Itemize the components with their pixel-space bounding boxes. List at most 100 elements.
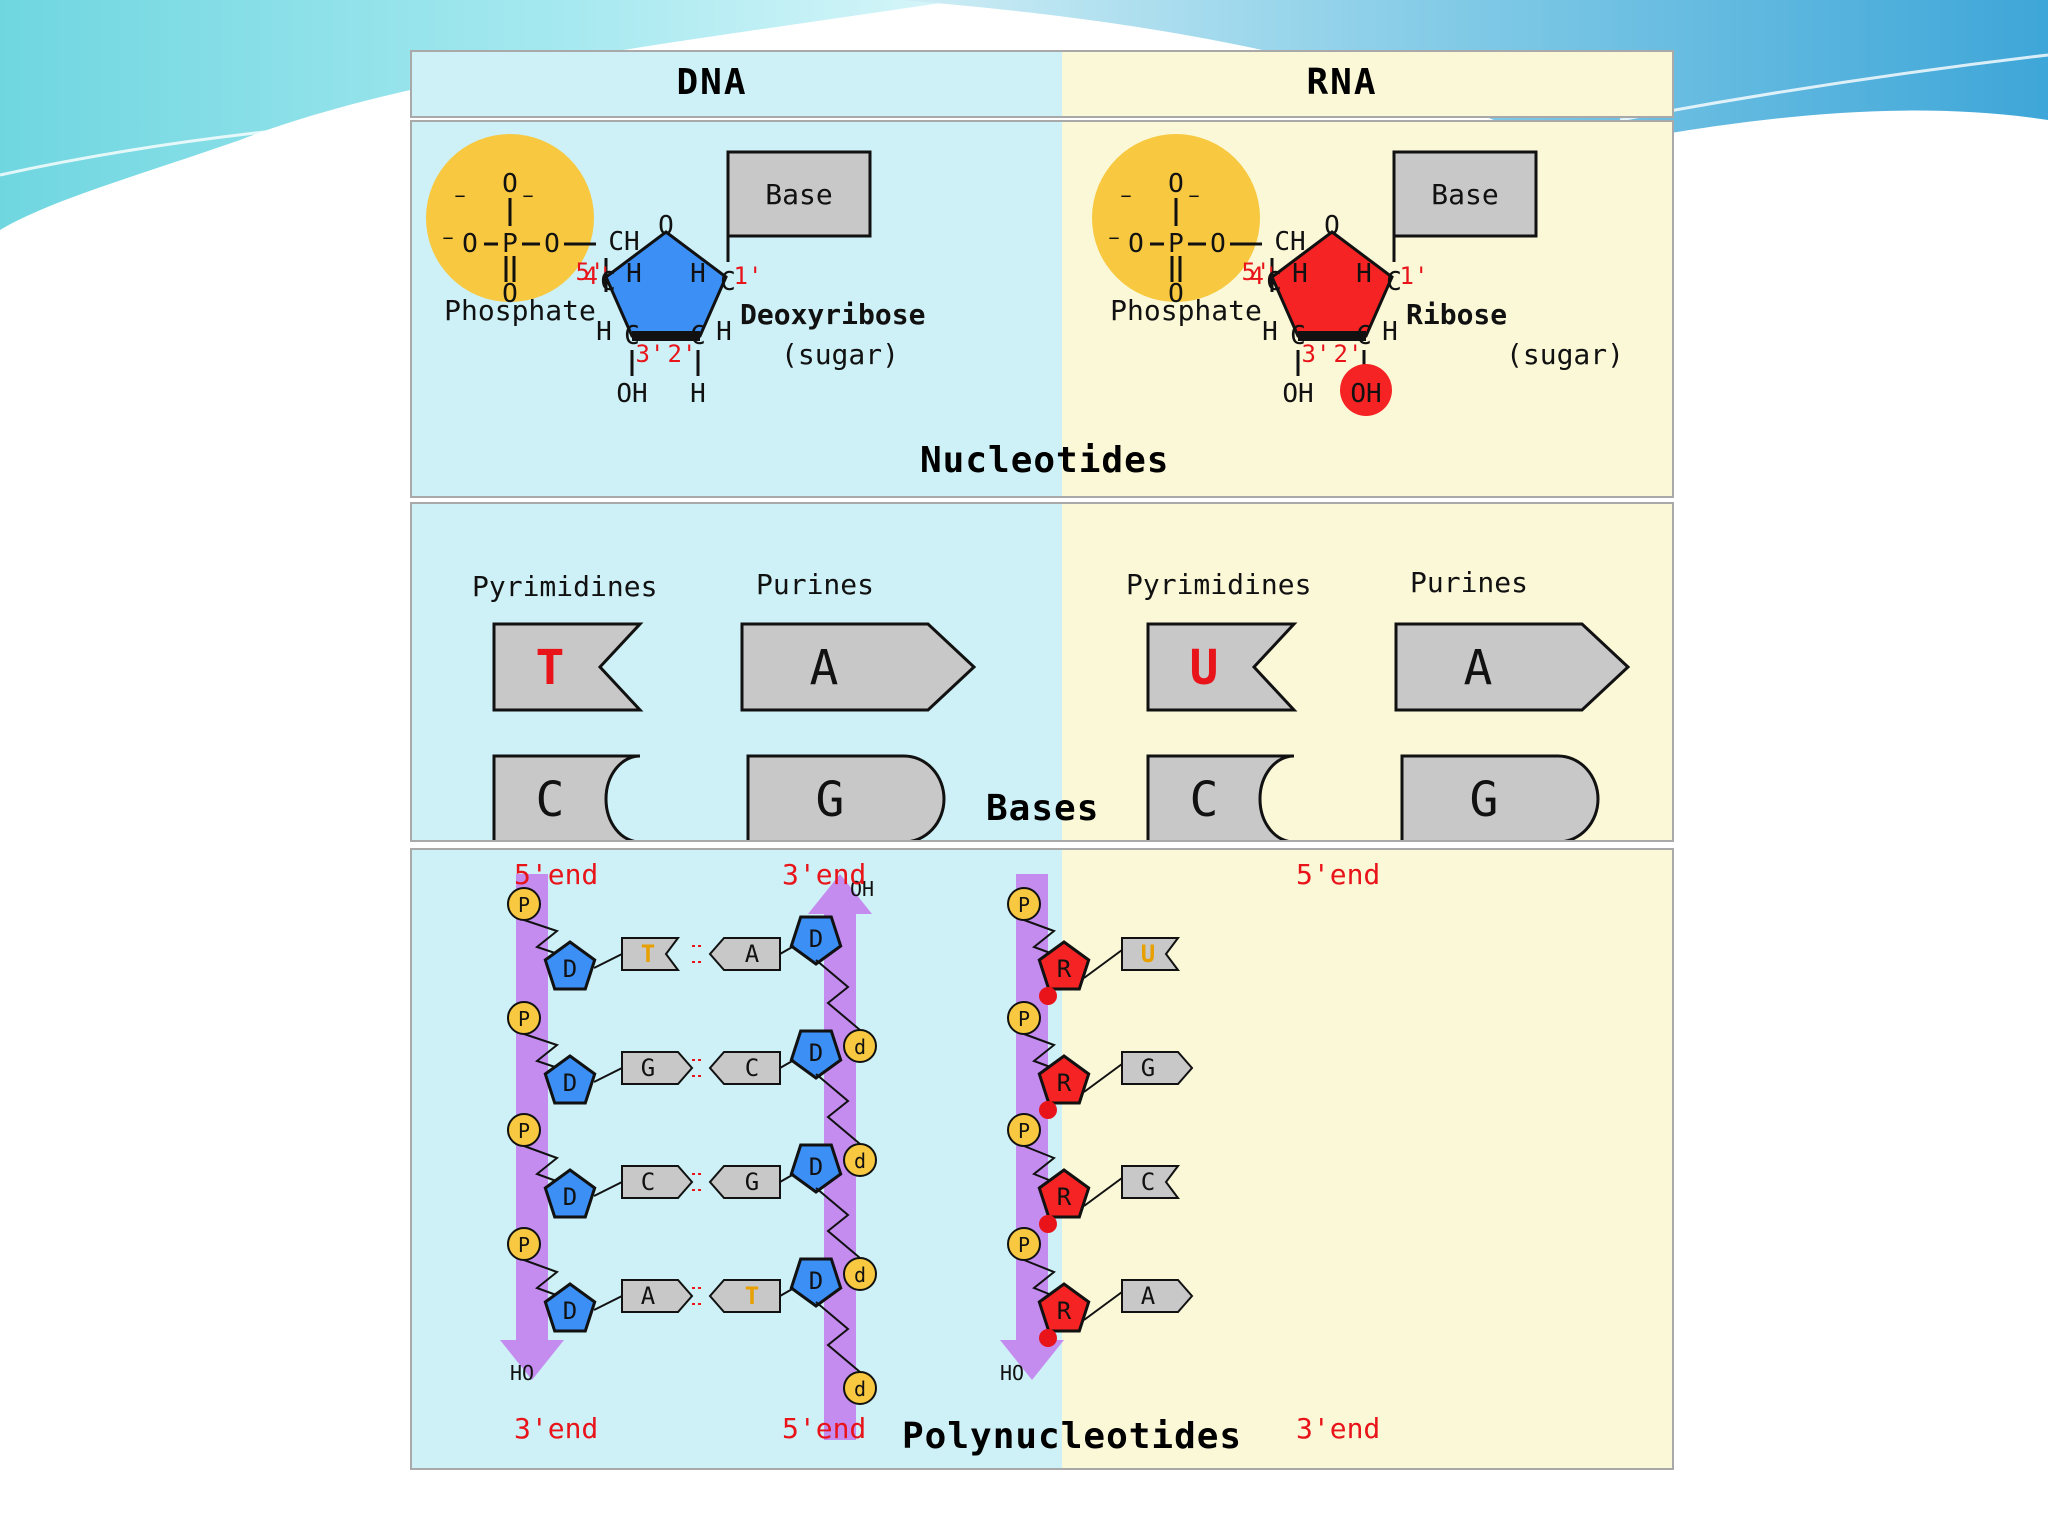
- rna-base-1: [1121, 1051, 1194, 1085]
- dna-c4-h: H: [626, 259, 642, 289]
- rna-2oh-dot-3: [1039, 1329, 1057, 1347]
- dna-right-phosphate-3-label: d: [854, 1377, 866, 1401]
- rna-phosphate-0-label: P: [1018, 893, 1030, 917]
- dna-base-a: A: [740, 622, 977, 712]
- rna-phosphate-o-bottom: O: [1168, 279, 1184, 309]
- dna-right-sugar-0-label: D: [809, 925, 823, 953]
- rna-sugar-1: [1037, 1054, 1091, 1105]
- polynucleotides-caption: Polynucleotides: [902, 1416, 1243, 1457]
- rna-c2-oh: OH: [1350, 379, 1381, 409]
- rna-c1: C: [1386, 267, 1402, 297]
- dna-charge-left: −: [443, 228, 454, 249]
- rna-c3-oh: OH: [1282, 379, 1313, 409]
- dna-right-sugar-2-label: D: [809, 1153, 823, 1181]
- dna-c1-number: 1': [734, 262, 763, 290]
- dna-left-sugar-2: [543, 1168, 597, 1219]
- rna-base-3: [1121, 1279, 1194, 1313]
- dna-phosphate-o-left: O: [462, 229, 478, 259]
- dna-right-sugar-3-label: D: [809, 1267, 823, 1295]
- dna-pair-3-right-base: [708, 1279, 781, 1313]
- dna-left-phosphate-2-label: P: [518, 1119, 530, 1143]
- dna-pair-0-right-base: [708, 937, 781, 971]
- rna-2oh-dot-0: [1039, 987, 1057, 1005]
- rna-base-0-letter: U: [1141, 940, 1155, 968]
- dna-left-phosphate-3-label: P: [518, 1233, 530, 1257]
- nucleotides-panel: OOPOO−−−PhosphateCH25'O4'CC1'HHHHCC3'2'O…: [410, 120, 1674, 498]
- dna-ch2-label: CH: [608, 227, 639, 257]
- dna-c3-number: 3': [636, 340, 665, 368]
- nucleotide-structures: OOPOO−−−PhosphateCH25'O4'CC1'HHHHCC3'2'O…: [426, 134, 1624, 416]
- rna-c2-number: 2': [1334, 340, 1363, 368]
- dna-right-sugar-0: [789, 915, 843, 966]
- dna-right-sugar-2: [789, 1143, 843, 1194]
- dna-pair-1-right-base: [708, 1051, 781, 1085]
- dna-sugar-note: (sugar): [781, 338, 899, 371]
- dna-left-sugar-0-label: D: [563, 955, 577, 983]
- dna-pair-3-left-base-letter: A: [641, 1282, 656, 1310]
- rna-c2: C: [1356, 321, 1372, 351]
- rna-column-title: RNA: [1306, 62, 1378, 103]
- dna-pair-0-left-base: [621, 937, 680, 971]
- dna-left-sugar-3-label: D: [563, 1297, 577, 1325]
- dna-right-sugar-1: [789, 1029, 843, 1080]
- rna-sugar-note: (sugar): [1506, 338, 1624, 371]
- dna-pair-3-right-base-letter: T: [745, 1282, 759, 1310]
- rna-sugar-3: [1037, 1282, 1091, 1333]
- rna-bottom-end-label: 3'end: [1296, 1412, 1381, 1445]
- bases-caption: Bases: [986, 788, 1100, 829]
- rna-c4-h-lower: H: [1262, 317, 1278, 347]
- rna-phosphate-3-label: P: [1018, 1233, 1030, 1257]
- dna-pair-1-left-base: [621, 1051, 694, 1085]
- nucleic-acid-comparison-figure: DNA RNA OOPOO−−−PhosphateCH25'O4'CC1'HHH…: [410, 50, 1674, 1470]
- wave-left: [0, 0, 960, 230]
- rna-base-2-letter: C: [1141, 1168, 1155, 1196]
- dna-pair-0-left-base-letter: T: [641, 940, 655, 968]
- rna-charge-o-top: −: [1189, 186, 1200, 207]
- dna-pair-1-left-base-letter: G: [641, 1054, 655, 1082]
- dna-purines-label: Purines: [756, 568, 875, 601]
- rna-c3-number: 3': [1302, 340, 1331, 368]
- nucleotides-caption: Nucleotides: [920, 440, 1170, 481]
- rna-phosphate-1-label: P: [1018, 1007, 1030, 1031]
- dna-pair-1-right-base-letter: C: [745, 1054, 759, 1082]
- dna-pair-2-right-base-letter: G: [745, 1168, 759, 1196]
- dna-c3-oh: OH: [616, 379, 647, 409]
- rna-base-2: [1121, 1165, 1180, 1199]
- dna-c1-h: H: [690, 259, 706, 289]
- dna-c4-h-lower: H: [596, 317, 612, 347]
- dna-phosphate-o-link: O: [544, 229, 560, 259]
- dna-base-c: C: [492, 754, 641, 840]
- rna-phosphate-p: P: [1168, 229, 1184, 259]
- rna-base-u: U: [1146, 622, 1298, 712]
- rna-sugar-name: Ribose: [1406, 298, 1507, 331]
- rna-phosphate-o-link: O: [1210, 229, 1226, 259]
- dna-charge-o-top: −: [523, 186, 534, 207]
- rna-c3: C: [1290, 321, 1306, 351]
- header-panel: DNA RNA: [410, 50, 1674, 118]
- dna-c5-number: 5': [576, 258, 605, 286]
- rna-base-letter: C: [1190, 772, 1219, 828]
- rna-phosphate-2-label: P: [1018, 1119, 1030, 1143]
- dna-left-end-group: HO: [510, 1361, 534, 1385]
- rna-base-1-letter: G: [1141, 1054, 1155, 1082]
- rna-sugar-2: [1037, 1168, 1091, 1219]
- dna-pair-2-left-base-letter: C: [641, 1168, 655, 1196]
- dna-left-sugar-2-label: D: [563, 1183, 577, 1211]
- rna-base-g: G: [1400, 754, 1600, 840]
- dna-right-phosphate-1-label: d: [854, 1149, 866, 1173]
- dna-right-top-end-label: 3'end: [782, 858, 867, 891]
- dna-right-sugar-1-label: D: [809, 1039, 823, 1067]
- rna-purines-label: Purines: [1410, 566, 1529, 599]
- dna-left-sugar-3: [543, 1282, 597, 1333]
- rna-sugar-3-label: R: [1057, 1297, 1072, 1325]
- rna-base-label: Base: [1431, 178, 1498, 211]
- rna-top-end-label: 5'end: [1296, 858, 1381, 891]
- dna-left-bottom-end-label: 3'end: [514, 1412, 599, 1445]
- dna-nucleotide: OOPOO−−−PhosphateCH25'O4'CC1'HHHHCC3'2'O…: [426, 134, 925, 409]
- dna-right-end-group: OH: [850, 877, 874, 901]
- dna-right-bottom-end-label: 5'end: [782, 1412, 867, 1445]
- rna-sugar-0-label: R: [1057, 955, 1072, 983]
- rna-sugar-2-label: R: [1057, 1183, 1072, 1211]
